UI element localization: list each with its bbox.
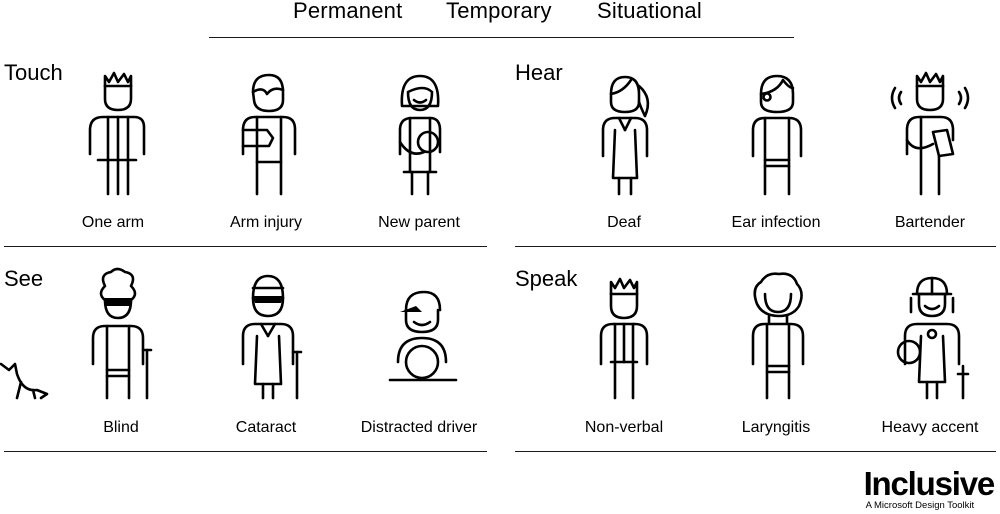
person-laryngitis-icon [721,266,831,416]
person-ear-infection-icon [721,64,831,214]
label-laryngitis: Laryngitis [741,419,811,436]
divider-see [4,451,487,452]
section-title-speak: Speak [515,266,578,291]
label-one-arm: One arm [81,214,145,231]
person-driving-icon [364,266,474,416]
person-one-arm-icon [62,64,172,214]
label-new-parent: New parent [378,214,460,231]
brand-title: Inclusive [863,465,996,502]
label-distracted-driver: Distracted driver [360,419,478,436]
label-deaf: Deaf [607,214,641,231]
person-noisy-bar-icon [875,64,985,214]
person-holding-baby-icon [364,64,474,214]
column-header-permanent: Permanent [293,0,403,23]
label-arm-injury: Arm injury [229,214,302,231]
label-bartender: Bartender [894,214,966,231]
person-traveler-icon [875,266,985,416]
divider-speak [515,451,996,452]
section-title-hear: Hear [515,60,563,85]
header-divider [209,37,794,38]
column-header-temporary: Temporary [446,0,552,23]
section-title-see: See [4,266,44,291]
label-blind: Blind [103,419,139,436]
label-cataract: Cataract [235,419,297,436]
person-elderly-cane-icon [211,266,321,416]
person-ponytail-icon [569,64,679,214]
label-heavy-accent: Heavy accent [881,419,979,436]
brand-subtitle: A Microsoft Design Toolkit [865,500,975,511]
person-arm-sling-icon [211,64,321,214]
label-ear-infection: Ear infection [731,214,821,231]
divider-touch [4,246,487,247]
person-non-verbal-icon [569,266,679,416]
brand-logo: Inclusive A Microsoft Design Toolkit [863,465,996,512]
column-header-situational: Situational [597,0,702,23]
label-non-verbal: Non-verbal [584,419,664,436]
person-cane-guide-dog-icon [0,266,171,416]
divider-hear [515,246,996,247]
section-title-touch: Touch [4,60,63,85]
